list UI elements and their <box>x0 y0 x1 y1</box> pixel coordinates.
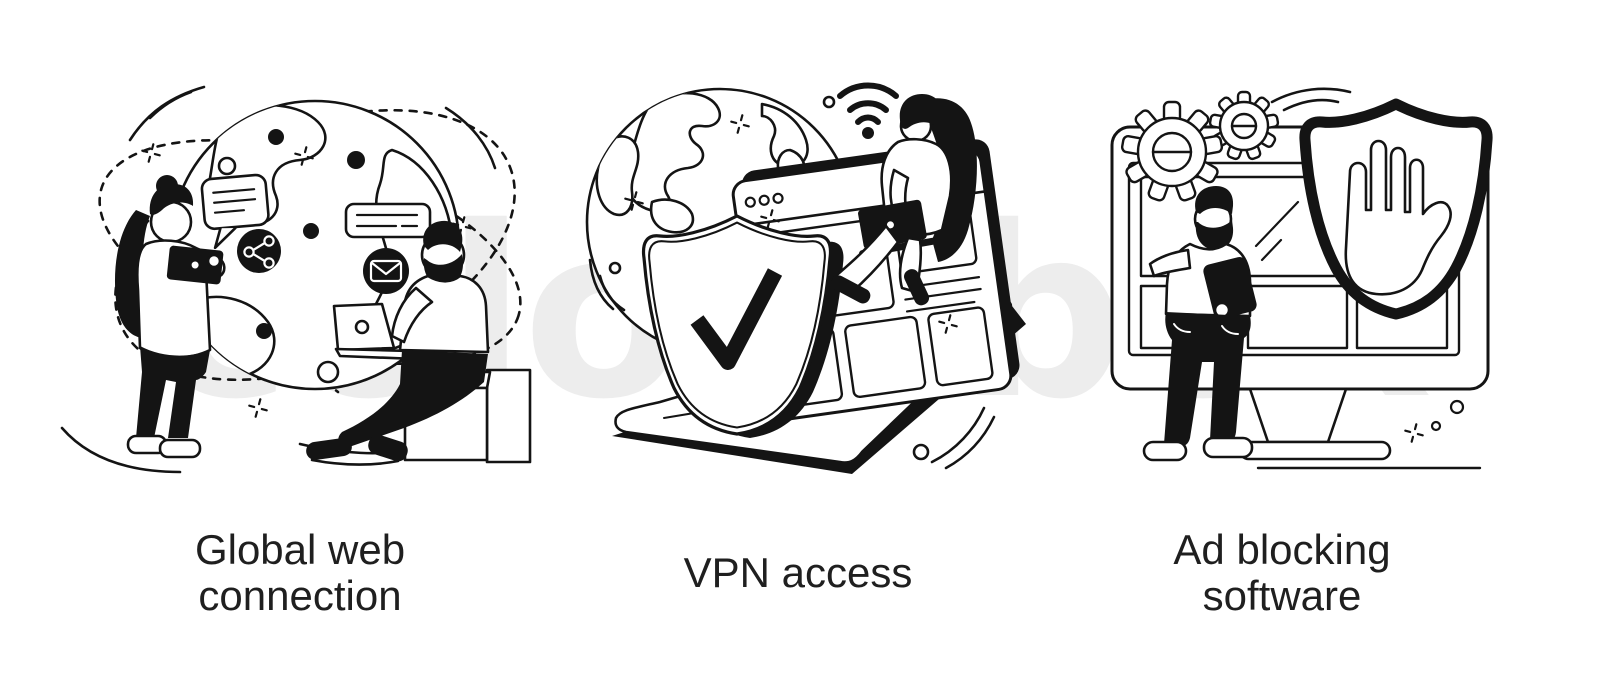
small-circle <box>608 261 622 275</box>
speech-bubble-icon <box>200 156 270 250</box>
shield-check-icon <box>641 214 844 438</box>
ad-blocking-software-illustration <box>1075 70 1560 480</box>
network-dots <box>256 129 365 339</box>
motion-arcs <box>912 406 996 470</box>
caption-ad-blocking-software: Ad blocking software <box>1173 526 1391 619</box>
email-icon <box>363 248 409 294</box>
woman-figure <box>831 94 977 306</box>
motion-arcs <box>1270 87 1352 112</box>
clipboard-icon <box>1203 256 1257 320</box>
man-figure <box>306 220 490 462</box>
gear-icon <box>1120 90 1280 202</box>
stop-hand-shield-icon <box>1299 98 1493 320</box>
caption-vpn-access: VPN access <box>683 549 913 596</box>
small-circle <box>316 360 340 384</box>
vpn-access-illustration <box>575 60 1045 480</box>
motion-arcs <box>60 85 497 474</box>
sparkles <box>624 114 958 334</box>
global-web-connection-illustration <box>50 70 550 480</box>
chat-message-icon <box>344 202 432 239</box>
wifi-icon <box>837 82 899 139</box>
laptop-icon <box>166 245 224 285</box>
man-figure <box>1142 186 1257 462</box>
sparkles <box>141 143 472 418</box>
small-circle <box>822 95 836 109</box>
share-icon <box>237 229 281 273</box>
sparkles <box>1404 399 1465 443</box>
woman-figure <box>114 175 226 459</box>
motion-arcs <box>588 258 626 312</box>
caption-global-web-connection: Global web connection <box>194 526 406 619</box>
